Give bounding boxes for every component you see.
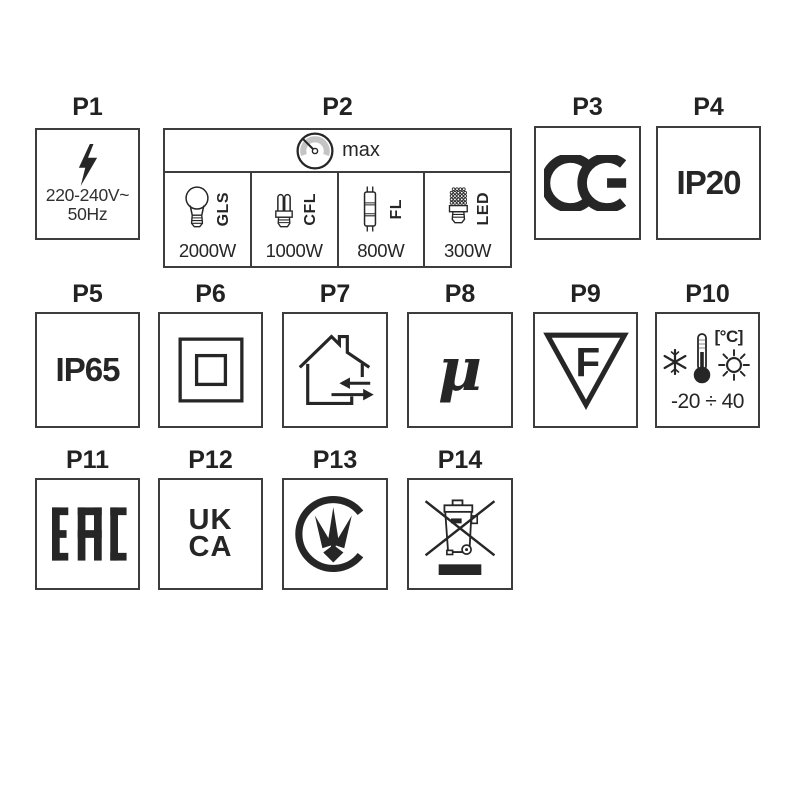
lamp-column-cfl: CFL 1000W — [252, 173, 339, 266]
gls-bulb-icon — [182, 180, 212, 238]
snowflake-icon — [662, 348, 688, 375]
p3-ce-mark-pictogram — [534, 126, 641, 240]
temperature-range-text: -20 ÷ 40 — [671, 389, 744, 413]
p13-ukrsepro-mark-pictogram — [282, 478, 388, 590]
lamp-wattage: 1000W — [265, 240, 323, 261]
fl-tube-icon — [355, 178, 385, 240]
p4-label: P4 — [693, 93, 724, 121]
p14-weee-pictogram — [407, 478, 513, 590]
p10-label: P10 — [685, 280, 730, 308]
p12-ukca-mark-pictogram: UK CA — [158, 478, 263, 590]
ukca-line2: CA — [188, 531, 233, 563]
led-bulb-icon — [442, 180, 472, 238]
gauge-icon — [295, 131, 335, 171]
lamp-column-led: LED 300W — [425, 173, 510, 266]
p14-label: P14 — [437, 446, 483, 474]
ukca-mark-text: UK CA — [188, 504, 233, 563]
lamp-column-fl: FL 800W — [339, 173, 426, 266]
p1-label: P1 — [72, 93, 103, 121]
f-triangle-icon: F — [542, 329, 630, 411]
frequency-text: 50Hz — [67, 204, 108, 224]
p7-indoor-use-pictogram — [282, 312, 388, 428]
p4-ip20-pictogram: IP20 — [656, 126, 761, 240]
p6-class2-pictogram — [158, 312, 263, 428]
p1-voltage-pictogram: 220-240V~ 50Hz — [35, 128, 140, 240]
eac-mark-icon — [45, 504, 131, 564]
ce-mark-icon — [543, 155, 632, 211]
p9-label: P9 — [570, 280, 601, 308]
p9-f-triangle-pictogram: F — [533, 312, 638, 428]
p5-label: P5 — [72, 280, 103, 308]
lamp-type-label: FL — [388, 198, 406, 220]
p2-label: P2 — [322, 93, 353, 121]
p8-label: P8 — [444, 280, 476, 308]
lamp-type-label: LED — [475, 192, 493, 226]
p3-label: P3 — [572, 93, 603, 121]
ip20-rating-text: IP20 — [676, 164, 742, 201]
p8-mu-pictogram: μ — [407, 312, 513, 428]
cfl-bulb-icon — [269, 180, 299, 238]
weee-solid-bar — [438, 564, 482, 575]
lamp-wattage: 2000W — [178, 240, 236, 261]
p13-label: P13 — [312, 446, 358, 474]
ip65-rating-text: IP65 — [55, 351, 121, 388]
thermometer-icon — [692, 331, 712, 385]
ukca-line1: UK — [188, 504, 233, 537]
sun-icon — [717, 348, 750, 381]
p2-max-wattage-pictogram: max GLS 2000W — [163, 128, 512, 268]
lamp-wattage: 300W — [444, 240, 492, 261]
p11-eac-mark-pictogram — [35, 478, 140, 590]
max-wattage-header: max — [165, 130, 510, 173]
lamp-wattage: 800W — [357, 240, 405, 261]
crossed-wheelie-bin-icon — [419, 486, 501, 582]
lightning-bolt-icon — [76, 144, 100, 187]
p10-temperature-pictogram: [°C] -20 ÷ 40 — [655, 312, 760, 428]
p7-label: P7 — [319, 280, 351, 308]
lamp-column-gls: GLS 2000W — [165, 173, 252, 266]
house-arrows-icon — [291, 326, 379, 414]
voltage-text: 220-240V~ — [45, 185, 130, 206]
p11-label: P11 — [65, 446, 110, 474]
lamp-type-label: GLS — [214, 191, 232, 227]
mu-symbol: μ — [438, 335, 482, 405]
double-square-icon — [175, 334, 247, 406]
lamp-columns: GLS 2000W CFL 1000W — [165, 173, 510, 266]
p5-ip65-pictogram: IP65 — [35, 312, 140, 428]
celsius-unit-text: [°C] — [714, 326, 744, 346]
f-letter: F — [575, 339, 600, 385]
max-label: max — [342, 139, 380, 161]
p6-label: P6 — [195, 280, 226, 308]
trident-conformity-icon — [293, 492, 377, 576]
p12-label: P12 — [188, 446, 233, 474]
lamp-type-label: CFL — [301, 192, 319, 226]
